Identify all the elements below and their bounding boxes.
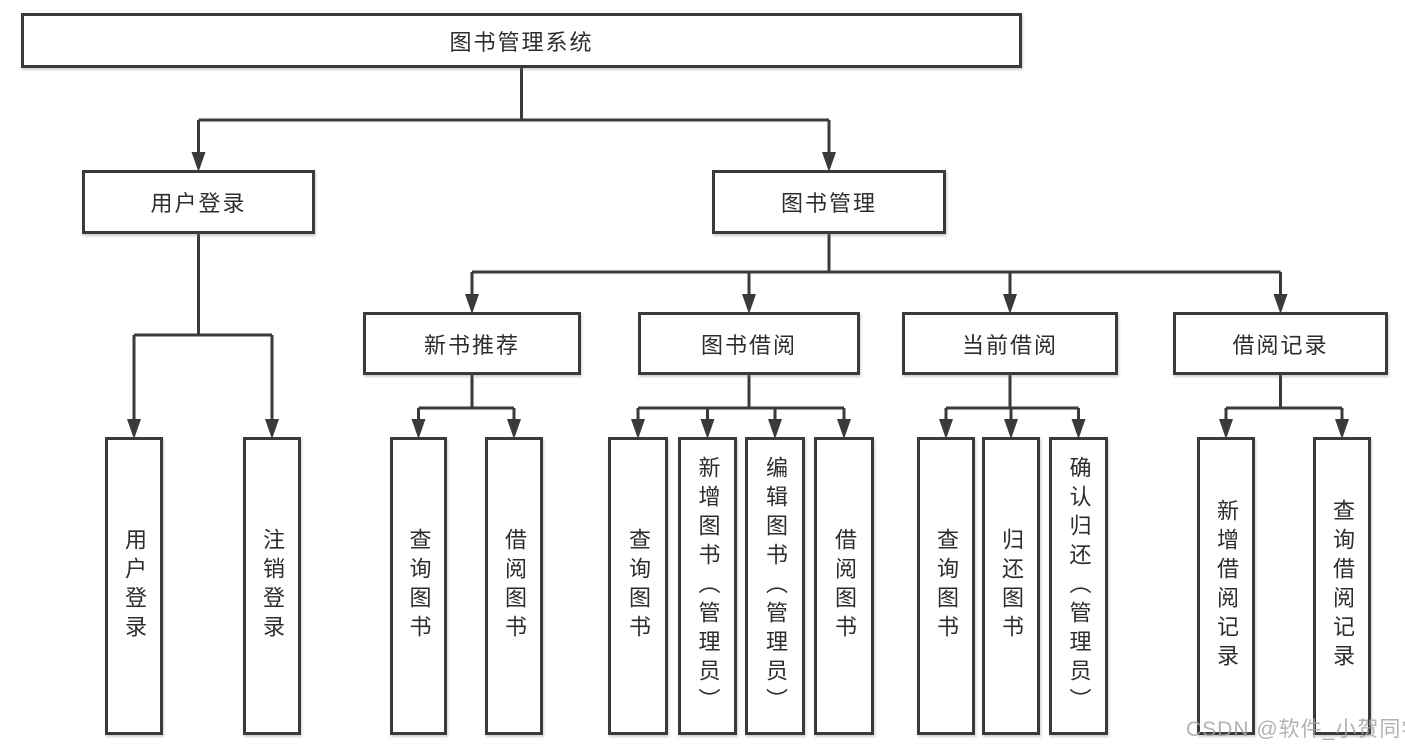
node-leaf-cb-query: 查询图书 [917,437,975,735]
node-leaf-bb-edit: 编辑图书（管理员） [745,437,805,735]
node-label-leaf-br-query: 查询借阅记录 [1330,499,1355,673]
node-label-current-borrow: 当前借阅 [961,332,1058,358]
node-label-leaf-cb-return: 归还图书 [999,528,1024,644]
node-borrow-records: 借阅记录 [1173,312,1388,375]
node-label-leaf-br-add: 新增借阅记录 [1214,499,1239,673]
edge-root [197,68,831,154]
node-leaf-br-query: 查询借阅记录 [1313,437,1371,735]
node-leaf-cb-return: 归还图书 [982,437,1040,735]
edge-book-mgmt [470,234,1282,296]
node-root: 图书管理系统 [21,13,1022,68]
node-label-leaf-nb-query: 查询图书 [406,528,432,644]
node-label-borrow-records: 借阅记录 [1232,332,1329,358]
node-book-mgmt: 图书管理 [712,170,946,234]
node-book-borrow: 图书借阅 [638,312,860,375]
arrowhead-borrow-records [1273,294,1288,314]
node-leaf-nb-borrow: 借阅图书 [485,437,543,735]
edge-user-login [132,234,274,421]
arrowhead-leaf-cb-query [939,419,953,439]
edge-new-book-rec [417,375,516,421]
node-label-book-mgmt: 图书管理 [780,191,877,216]
arrowhead-current-borrow [1003,294,1017,314]
node-label-book-borrow: 图书借阅 [700,332,797,358]
arrowhead-leaf-bb-borrow [837,419,851,439]
edge-book-borrow [636,375,846,421]
arrowhead-book-mgmt [822,152,836,172]
node-label-leaf-logout: 注销登录 [260,528,285,644]
node-leaf-bb-query: 查询图书 [608,437,668,735]
arrowhead-book-borrow [742,294,756,314]
arrowhead-new-book-rec [465,294,479,314]
node-leaf-nb-query: 查询图书 [390,437,447,735]
node-label-user-login: 用户登录 [150,191,247,216]
node-label-leaf-bb-query: 查询图书 [626,528,651,644]
node-label-leaf-user-login: 用户登录 [122,528,147,644]
node-leaf-logout: 注销登录 [243,437,301,735]
arrowhead-leaf-cb-confirm [1071,419,1086,439]
arrowhead-leaf-nb-borrow [507,419,521,439]
arrowhead-leaf-cb-return [1004,419,1018,439]
arrowhead-leaf-bb-edit [768,419,782,439]
edge-borrow-records [1224,375,1344,421]
node-leaf-cb-confirm: 确认归还（管理员） [1049,437,1108,735]
arrowhead-leaf-br-add [1219,419,1233,439]
node-leaf-bb-add: 新增图书（管理员） [678,437,737,735]
arrowhead-user-login [191,152,206,172]
arrowhead-leaf-bb-query [631,419,645,439]
arrowhead-leaf-user-login [127,419,141,439]
node-label-leaf-cb-confirm: 确认归还（管理员） [1066,455,1092,717]
node-label-root: 图书管理系统 [449,29,594,55]
arrowhead-leaf-nb-query [411,419,426,439]
node-leaf-bb-borrow: 借阅图书 [814,437,874,735]
node-new-book-rec: 新书推荐 [363,312,581,375]
node-leaf-user-login: 用户登录 [105,437,163,735]
arrowhead-leaf-logout [265,419,279,439]
arrowhead-leaf-bb-add [700,419,715,439]
node-label-new-book-rec: 新书推荐 [423,332,520,358]
arrowhead-leaf-br-query [1335,419,1349,439]
node-leaf-br-add: 新增借阅记录 [1197,437,1255,735]
node-label-leaf-bb-borrow: 借阅图书 [832,528,857,644]
node-label-leaf-bb-edit: 编辑图书（管理员） [763,455,788,717]
node-label-leaf-bb-add: 新增图书（管理员） [695,455,721,717]
node-label-leaf-nb-borrow: 借阅图书 [502,528,527,644]
node-user-login: 用户登录 [82,170,315,234]
node-label-leaf-cb-query: 查询图书 [934,528,959,644]
edge-current-borrow [944,375,1080,421]
node-current-borrow: 当前借阅 [902,312,1118,375]
